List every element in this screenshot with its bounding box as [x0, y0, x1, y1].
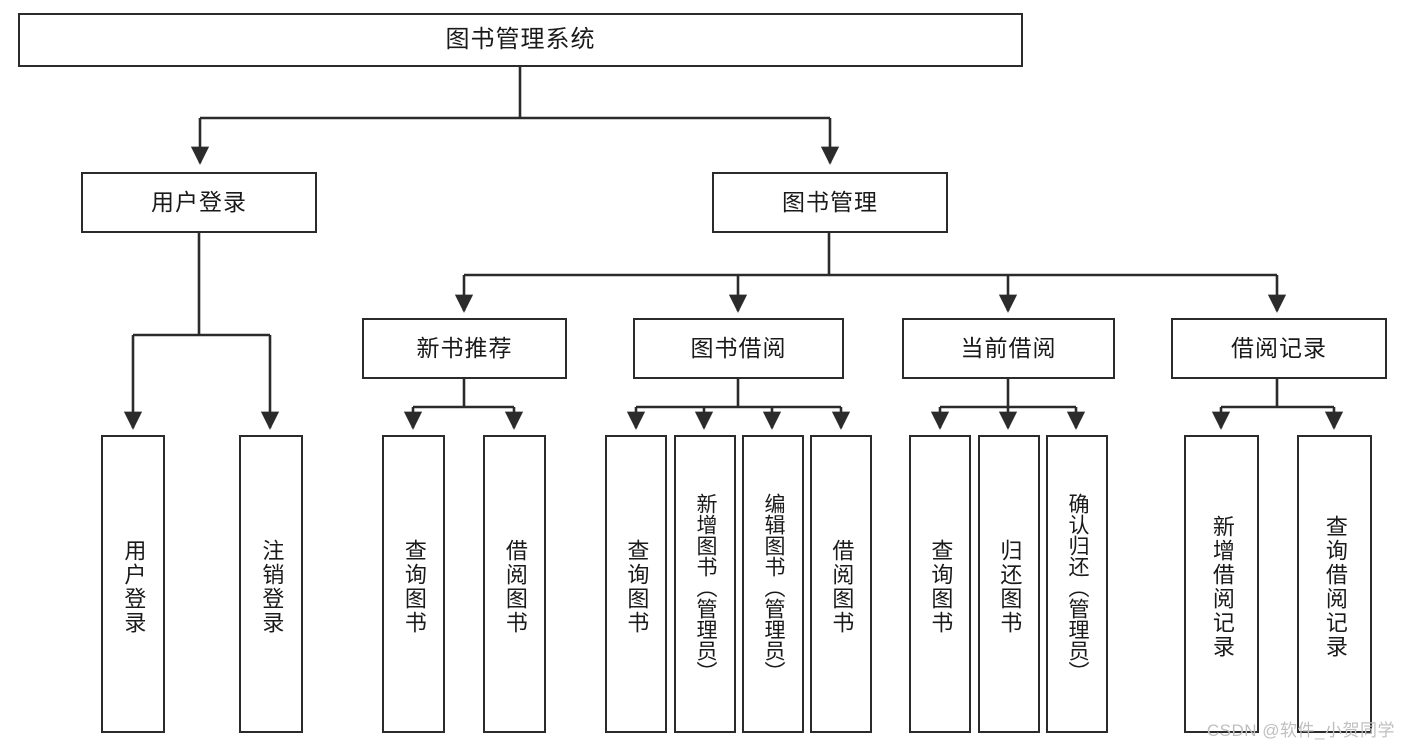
leaf-text-wrap: 新增图书（管理员）	[694, 443, 718, 731]
leaf-query-book-current[interactable]: 查询图书	[909, 435, 971, 733]
node-label: 借阅图书	[502, 539, 528, 635]
node-label: 新增图书（管理员）	[694, 492, 718, 682]
leaf-borrow-book[interactable]: 借阅图书	[810, 435, 872, 733]
node-label: 查询图书	[401, 539, 427, 635]
leaf-query-borrow-record[interactable]: 查询借阅记录	[1297, 435, 1372, 733]
leaf-query-book-borrow[interactable]: 查询图书	[605, 435, 667, 733]
leaf-text-wrap: 新增借阅记录	[1209, 443, 1235, 731]
node-label: 当前借阅	[960, 334, 1057, 361]
leaf-return-book[interactable]: 归还图书	[978, 435, 1040, 733]
node-label: 用户登录	[151, 188, 247, 215]
node-label: 查询借阅记录	[1322, 515, 1348, 659]
leaf-text-wrap: 借阅图书	[502, 443, 528, 731]
leaf-borrow-book-recommend[interactable]: 借阅图书	[483, 435, 546, 733]
node-label: 编辑图书（管理员）	[762, 492, 786, 682]
node-label: 图书管理系统	[445, 25, 596, 53]
leaf-query-book-recommend[interactable]: 查询图书	[382, 435, 445, 733]
node-book-management[interactable]: 图书管理	[712, 172, 948, 233]
leaf-confirm-return-admin[interactable]: 确认归还（管理员）	[1046, 435, 1108, 733]
node-label: 查询图书	[624, 539, 650, 635]
leaf-text-wrap: 查询图书	[928, 443, 953, 731]
leaf-text-wrap: 用户登录	[121, 443, 146, 731]
leaf-text-wrap: 查询借阅记录	[1322, 443, 1348, 731]
leaf-text-wrap: 确认归还（管理员）	[1066, 443, 1090, 731]
node-current-borrow[interactable]: 当前借阅	[902, 318, 1115, 379]
leaf-text-wrap: 编辑图书（管理员）	[762, 443, 786, 731]
node-label: 图书管理	[782, 188, 878, 215]
leaf-user-login[interactable]: 用户登录	[101, 435, 165, 733]
node-label: 用户登录	[121, 539, 147, 635]
node-book-borrow[interactable]: 图书借阅	[633, 318, 844, 379]
node-label: 新增借阅记录	[1209, 515, 1235, 659]
leaf-edit-book-admin[interactable]: 编辑图书（管理员）	[742, 435, 804, 733]
leaf-text-wrap: 查询图书	[401, 443, 427, 731]
node-label: 新书推荐	[416, 334, 513, 361]
leaf-user-logout[interactable]: 注销登录	[239, 435, 303, 733]
node-label: 确认归还（管理员）	[1066, 492, 1090, 682]
node-borrow-record[interactable]: 借阅记录	[1171, 318, 1387, 379]
leaf-add-book-admin[interactable]: 新增图书（管理员）	[674, 435, 736, 733]
leaf-text-wrap: 查询图书	[624, 443, 649, 731]
leaf-text-wrap: 归还图书	[997, 443, 1022, 731]
node-label: 借阅记录	[1231, 334, 1327, 361]
node-label: 图书借阅	[690, 334, 787, 361]
node-label: 注销登录	[259, 539, 285, 635]
leaf-text-wrap: 借阅图书	[829, 443, 854, 731]
node-label: 查询图书	[928, 539, 954, 635]
node-new-book-recommend[interactable]: 新书推荐	[362, 318, 567, 379]
node-root-book-management-system[interactable]: 图书管理系统	[18, 13, 1023, 67]
leaf-text-wrap: 注销登录	[259, 443, 284, 731]
leaf-add-borrow-record[interactable]: 新增借阅记录	[1184, 435, 1259, 733]
csdn-watermark: CSDN @软件_小贺同学	[1206, 721, 1395, 740]
node-label: 归还图书	[997, 539, 1023, 635]
node-label: 借阅图书	[829, 539, 855, 635]
node-user-login[interactable]: 用户登录	[81, 172, 317, 233]
